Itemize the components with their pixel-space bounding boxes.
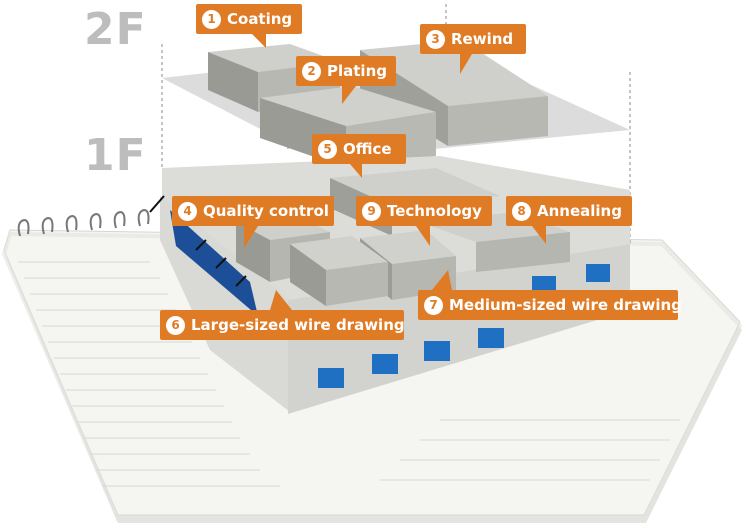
callout-label: Annealing <box>537 202 622 220</box>
floor-label-2f: 2F <box>84 4 147 55</box>
callout-number: 1 <box>202 9 221 29</box>
callout-label: Large-sized wire drawing <box>191 316 405 334</box>
floor-label-1f: 1F <box>84 130 147 181</box>
callout-number: 4 <box>178 201 197 221</box>
callout-number: 3 <box>426 29 445 49</box>
callout-label: Technology <box>387 202 482 220</box>
callout-label: Plating <box>327 62 387 80</box>
callout-label: Coating <box>227 10 293 28</box>
callout-quality-control: 4 Quality control <box>172 196 334 248</box>
callout-label: Quality control <box>203 202 329 220</box>
callout-office: 5 Office <box>312 134 406 178</box>
callout-number: 2 <box>302 61 321 81</box>
callout-medium-sized-wire-drawing: 7 Medium-sized wire drawing <box>418 270 682 320</box>
callout-number: 9 <box>362 201 381 221</box>
callout-label: Medium-sized wire drawing <box>449 296 682 314</box>
callout-number: 8 <box>512 201 531 221</box>
callout-number: 5 <box>318 139 337 159</box>
callout-label: Office <box>343 140 392 158</box>
callout-number: 7 <box>424 295 443 315</box>
callout-large-sized-wire-drawing: 6 Large-sized wire drawing <box>160 290 405 340</box>
callout-technology: 9 Technology <box>356 196 492 246</box>
callout-annealing: 8 Annealing <box>506 196 632 244</box>
guide-lines <box>161 4 631 244</box>
callout-plating: 2 Plating <box>296 56 396 104</box>
callout-rewind: 3 Rewind <box>420 24 526 74</box>
callout-coating: 1 Coating <box>196 4 302 48</box>
callout-number: 6 <box>166 315 185 335</box>
callout-label: Rewind <box>451 30 514 48</box>
